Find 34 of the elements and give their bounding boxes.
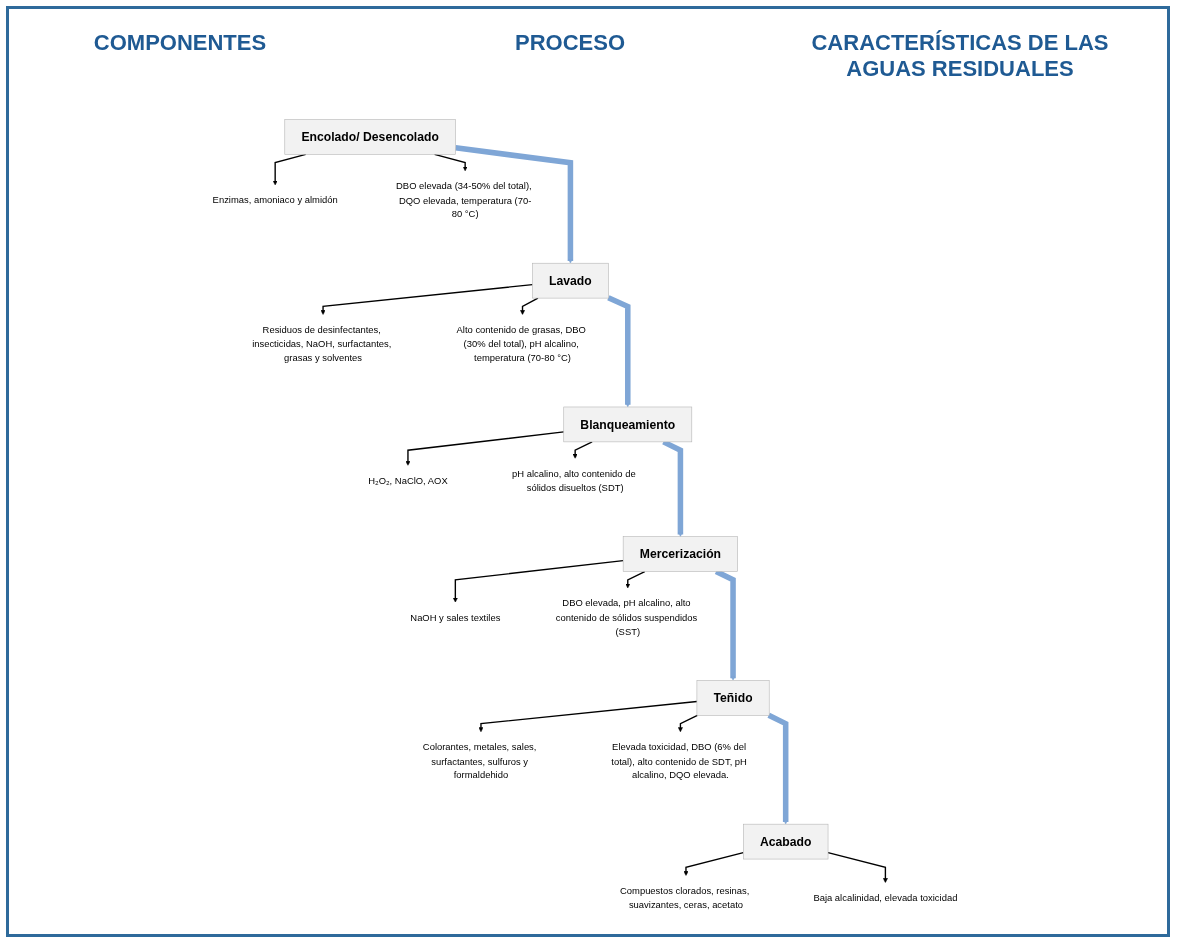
node-text: Alto contenido de grasas, DBO (30% del total), pH alcalino, temperatura (70-80 °C) — [456, 324, 586, 364]
arrow — [767, 712, 789, 825]
node-text: Compuestos clorados, resinas, suavizantes, ceras, acetato — [620, 885, 750, 911]
node-box: Lavado — [532, 262, 609, 299]
node-text: Colorantes, metales, sales, surfactantes, sulfuros y formaldehido — [422, 741, 537, 781]
node-text: DBO elevada, pH alcalino, alto contenido de sólidos suspendidos (SST) — [555, 598, 698, 637]
node-text: Residuos de desinfectantes, insecticidas, NaOH, surfactantes, grasas y solventes — [252, 324, 392, 364]
arrow — [320, 283, 534, 315]
column-heading: COMPONENTES — [92, 30, 268, 56]
arrow — [452, 559, 624, 603]
node-text: Baja alcalinidad, elevada toxicidad — [813, 892, 958, 904]
node-box: Encolado/ Desencolado — [284, 119, 456, 155]
arrow — [827, 851, 888, 883]
node-text: DBO elevada (34-50% del total), DQO elevada, temperatura (70-80 °C) — [396, 180, 532, 220]
node-text: pH alcalino, alto contenido de sólidos disueltos (SDT) — [512, 468, 636, 494]
arrow — [405, 431, 565, 466]
node-text: H₂O₂, NaClO, AOX — [368, 475, 448, 487]
arrow — [455, 145, 574, 264]
node-box: Mercerización — [622, 536, 738, 572]
node-box: Blanqueamiento — [563, 406, 693, 443]
arrow — [478, 700, 698, 733]
arrow — [572, 441, 593, 459]
node-box: Teñido — [696, 680, 770, 716]
node-text: Elevada toxicidad, DBO (6% del total), alto contenido de SDT, pH alcalino, DQO elevada. — [611, 741, 747, 781]
arrow — [607, 295, 631, 408]
node-box: Acabado — [743, 823, 829, 860]
arrow — [625, 570, 646, 589]
column-heading: PROCESO — [514, 30, 626, 56]
arrow — [678, 714, 699, 733]
node-text: NaOH y sales textiles — [410, 612, 501, 623]
column-heading: CARACTERÍSTICAS DE LAS AGUAS RESIDUALES — [810, 30, 1110, 82]
node-text: Enzimas, amoniaco y almidón — [212, 195, 338, 206]
arrow — [683, 851, 744, 876]
arrow — [520, 297, 539, 315]
